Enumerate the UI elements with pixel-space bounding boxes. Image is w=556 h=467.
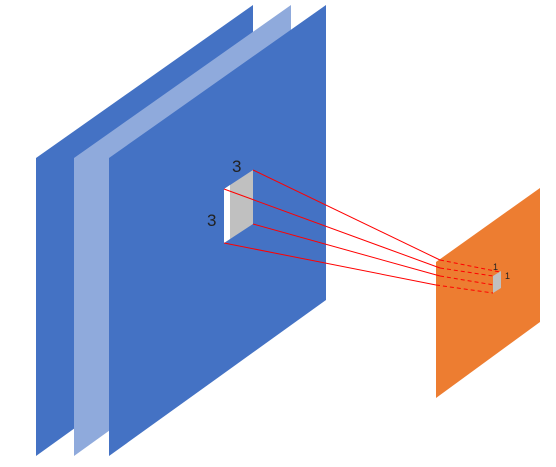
connector-line-dashed [439,259,501,273]
kernel-width-label: 3 [232,157,241,176]
input-layer-front [109,5,326,456]
connector-line [252,169,441,261]
output-map [436,188,540,398]
connector-line [223,188,441,269]
kernel-height-label: 3 [207,211,216,230]
connector-line-dashed [439,267,494,277]
output-cell-width-label: 1 [493,262,498,272]
output-cell [493,271,501,293]
connector-line-dashed [439,275,501,287]
connector-line-dashed [435,284,494,294]
kernel-front-face [224,170,253,243]
connector-lines [223,169,501,294]
kernel-side-face [224,185,230,243]
connector-line [252,223,441,277]
connector-line [223,242,437,286]
output-cell-height-label: 1 [505,271,510,281]
